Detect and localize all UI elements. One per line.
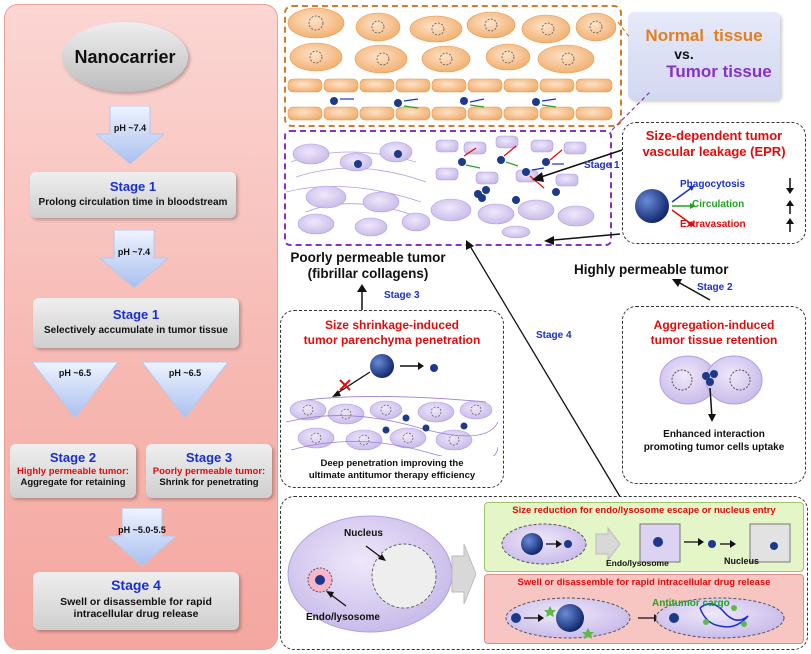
poorly-line1: Poorly permeable tumor [290, 250, 446, 265]
stage1-circulation-box: Stage 1 Prolong circulation time in bloo… [30, 172, 236, 218]
stage3-arrow-label: Stage 3 [384, 290, 420, 301]
poorly-line2: (fibrillar collagens) [307, 266, 429, 281]
aggregation-diagram [659, 355, 763, 422]
extravasation-label: Extravasation [680, 219, 746, 230]
epr-title-line1: Size-dependent tumor [645, 128, 783, 143]
stage-text: Aggregate for retaining [20, 477, 126, 488]
size-reduction-title: Size reduction for endo/lysosome escape … [512, 505, 776, 516]
tumor-tissue-label: Tumor tissue [666, 62, 772, 81]
vs-label: vs. [674, 46, 694, 62]
swell-title: Swell or disassemble for rapid intracell… [517, 577, 771, 588]
highly-permeable-label: Highly permeable tumor [574, 262, 729, 277]
stage1-arrow-label: Stage 1 [584, 160, 620, 171]
stage-title: Stage 1 [112, 307, 160, 322]
size-reduction-diagram [501, 523, 791, 565]
stage-red-text: Highly permeable tumor: [17, 466, 129, 477]
epr-diagram [635, 178, 794, 232]
aggregation-line2: tumor tissue retention [650, 333, 778, 347]
shrinkage-line2: tumor parenchyma penetration [303, 333, 481, 347]
aggregation-line1: Aggregation-induced [653, 318, 775, 332]
phagocytosis-label: Phagocytosis [680, 179, 746, 190]
stage-text: Shrink for penetrating [159, 477, 259, 488]
nucleus-label: Nucleus [344, 528, 383, 539]
arrow-down-icon: pH ~6.5 [32, 362, 118, 418]
shrinkage-line1: Size shrinkage-induced [324, 318, 460, 332]
circulation-label: Circulation [692, 199, 745, 210]
stage-text: Prolong circulation time in bloodstream [38, 197, 228, 208]
stage1-accumulate-box: Stage 1 Selectively accumulate in tumor … [33, 298, 239, 348]
arrow-down-icon: pH ~7.4 [96, 106, 164, 164]
shrinkage-title: Size shrinkage-induced tumor parenchyma … [280, 318, 504, 348]
epr-title: Size-dependent tumor vascular leakage (E… [622, 128, 806, 160]
swell-diagram [505, 597, 785, 639]
stage-title: Stage 4 [111, 577, 161, 593]
stage-title: Stage 1 [109, 179, 157, 194]
endo-lysosome-label: Endo/lysosome [306, 612, 380, 623]
poorly-permeable-label: Poorly permeable tumor (fibrillar collag… [280, 250, 456, 282]
stage4-arrow-label: Stage 4 [536, 330, 572, 341]
stage2-box: Stage 2 Highly permeable tumor: Aggregat… [10, 444, 136, 498]
nucleus-small-label: Nucleus [724, 556, 760, 566]
enhanced-interaction-text: Enhanced interaction promoting tumor cel… [622, 428, 806, 454]
enhanced-line2: promoting tumor cells uptake [643, 442, 785, 453]
deep-line2: ultimate antitumor therapy efficiency [308, 470, 476, 481]
deep-penetration-text: Deep penetration improving the ultimate … [280, 458, 504, 482]
shrinkage-diagram [286, 354, 498, 456]
stage-title: Stage 2 [49, 450, 97, 465]
arrow-down-icon: pH ~7.4 [100, 230, 168, 288]
deep-line1: Deep penetration improving the [320, 458, 464, 469]
stage4-box: Stage 4 Swell or disassemble for rapid i… [33, 572, 239, 630]
stage-text: intracellular drug release [73, 608, 199, 620]
normal-tissue-label: Normal tissue [645, 26, 763, 45]
nanocarrier-label: Nanocarrier [74, 46, 176, 67]
ph-label: pH ~7.4 [113, 123, 147, 133]
stage-red-text: Poorly permeable tumor: [152, 466, 266, 477]
epr-title-line2: vascular leakage (EPR) [642, 144, 786, 159]
arrow-down-icon: pH ~6.5 [142, 362, 228, 418]
ph-label: pH ~6.5 [58, 368, 92, 378]
stage-title: Stage 3 [185, 450, 233, 465]
ph-label: pH ~6.5 [168, 368, 202, 378]
epr-box [622, 122, 806, 244]
enhanced-line1: Enhanced interaction [663, 429, 765, 440]
cell-diagram [287, 515, 476, 633]
ph-label: pH ~7.4 [117, 247, 151, 257]
normal-tissue-cells [287, 7, 616, 121]
aggregation-box [622, 306, 806, 484]
arrow-down-icon: pH ~5.0-5.5 [108, 508, 176, 566]
stage2-arrow-label: Stage 2 [697, 282, 733, 293]
stage3-box: Stage 3 Poorly permeable tumor: Shrink f… [146, 444, 272, 498]
stage-text: Swell or disassemble for rapid [60, 596, 212, 608]
tissue-comparison-label: Normal tissue vs. Tumor tissue [628, 12, 780, 100]
antitumor-cargo-label: Antitumor cargo [652, 598, 730, 609]
tumor-tissue-cells [286, 135, 595, 239]
stage-text: Selectively accumulate in tumor tissue [44, 325, 228, 336]
aggregation-title: Aggregation-induced tumor tissue retenti… [622, 318, 806, 348]
ph-label: pH ~5.0-5.5 [118, 525, 166, 535]
nanocarrier-ellipse: Nanocarrier [62, 22, 188, 92]
endo-lysosome-small-label: Endo/lysosome [606, 558, 669, 568]
